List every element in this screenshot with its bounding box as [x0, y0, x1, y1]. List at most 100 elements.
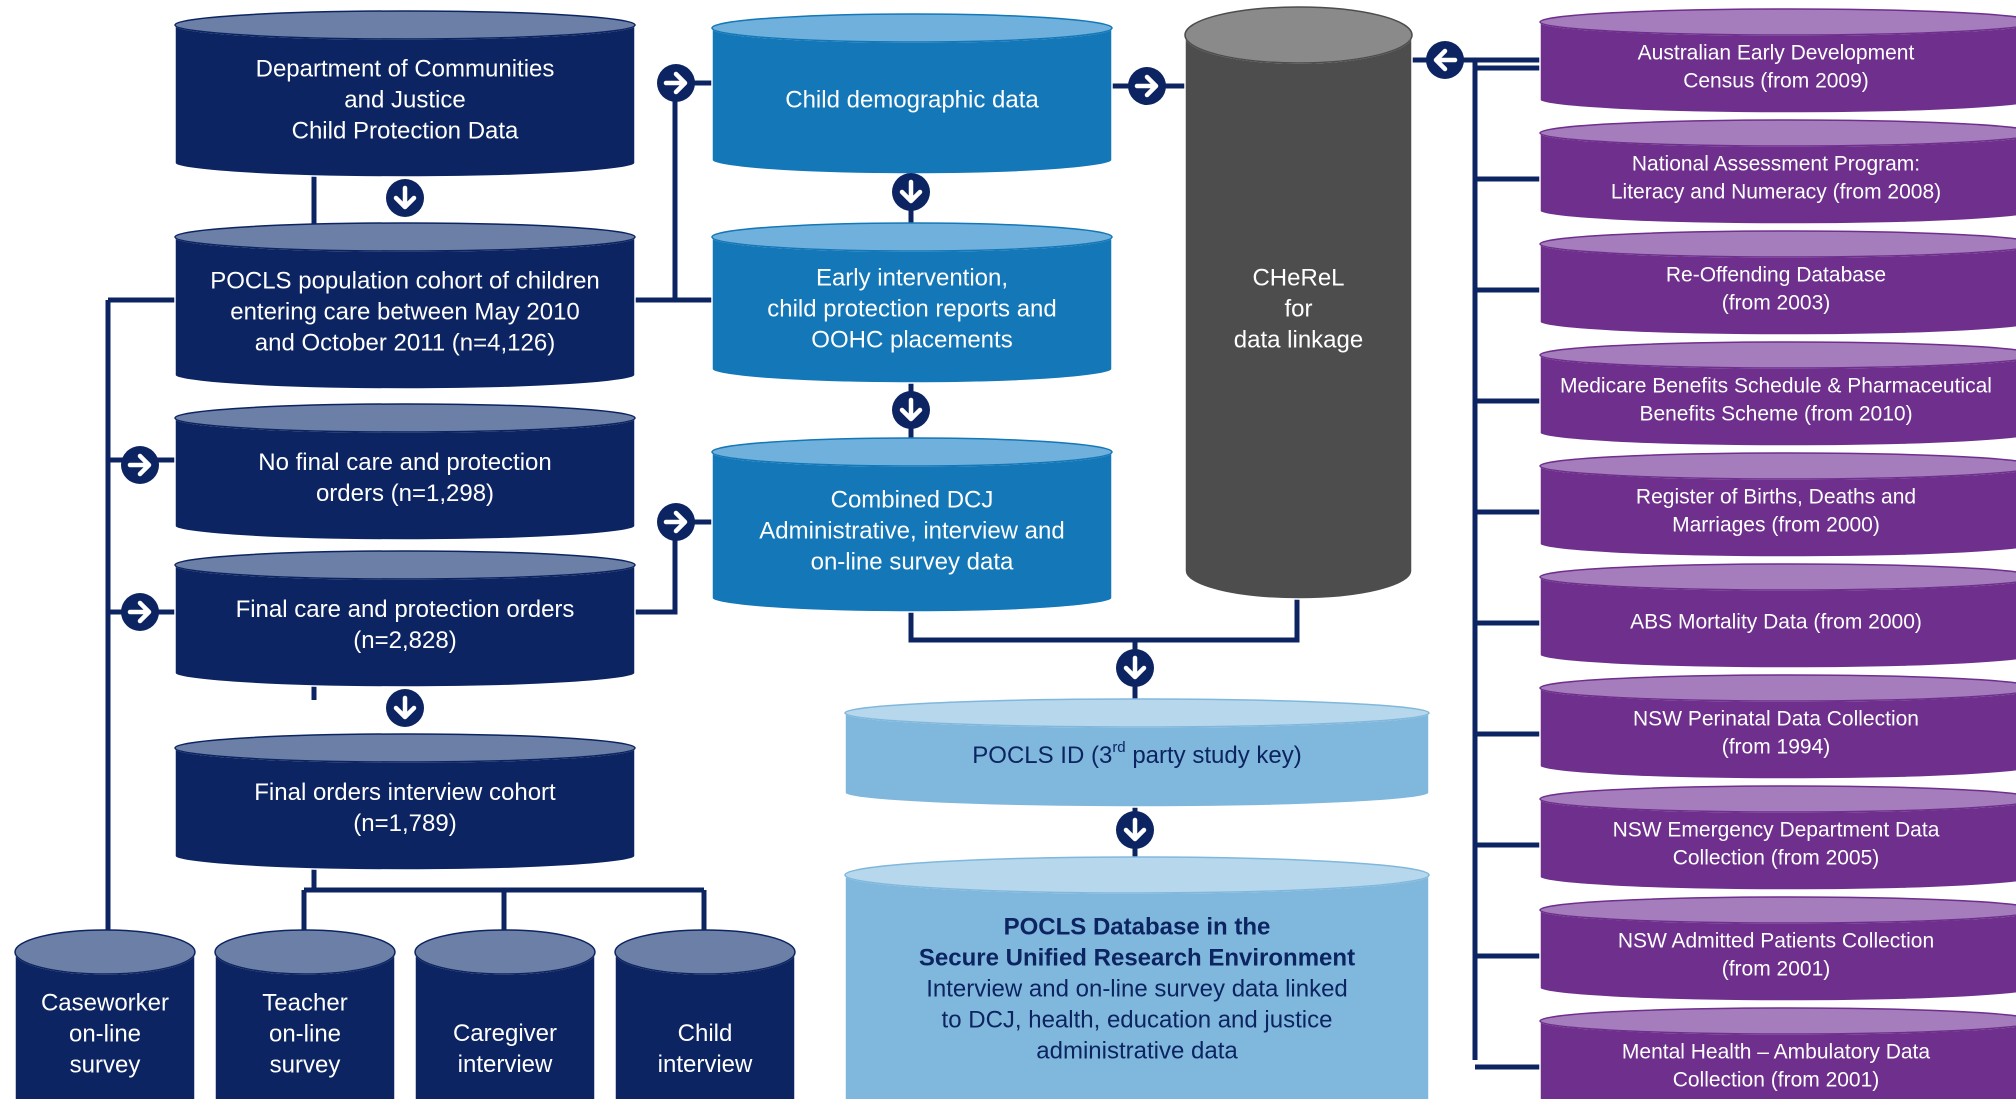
dataset-3-top — [1539, 230, 2016, 258]
connector-line — [908, 570, 1300, 643]
dataset-10-label-line: Collection (from 2001) — [1673, 1069, 1880, 1092]
dcj-label-line: Department of Communities — [256, 55, 555, 82]
final-orders-cylinder: Final care and protection orders (n=2,828… — [174, 550, 636, 688]
no-final-orders-label-line: orders (n=1,298) — [316, 480, 494, 507]
dataset-4-label-line: Medicare Benefits Schedule & Pharmaceuti… — [1560, 375, 1992, 398]
caregiver-top — [414, 929, 596, 975]
dataset-3-cylinder: Re-Offending Database(from 2003) — [1539, 230, 2016, 336]
dataset-8-label-line: NSW Emergency Department Data — [1613, 819, 1940, 842]
arrow-down-icon — [1116, 649, 1154, 687]
early-intervention-label-line: child protection reports and — [767, 295, 1057, 322]
interview-cohort-top — [174, 733, 636, 763]
no-final-orders-cylinder: No final care and protection orders (n=1,… — [174, 403, 636, 541]
no-final-orders-top — [174, 403, 636, 433]
final-orders-top — [174, 550, 636, 580]
dataset-7-cylinder: NSW Perinatal Data Collection(from 1994) — [1539, 674, 2016, 780]
no-final-orders-label-line: No final care and protection — [258, 449, 552, 476]
dataset-10-label-line: Mental Health – Ambulatory Data — [1622, 1041, 1930, 1064]
dataset-4-cylinder: Medicare Benefits Schedule & Pharmaceuti… — [1539, 341, 2016, 447]
dataset-8-top — [1539, 785, 2016, 813]
connector-line — [635, 80, 712, 303]
dataset-3-label-line: (from 2003) — [1722, 292, 1831, 315]
dataset-9-label-line: (from 2001) — [1722, 958, 1831, 981]
cherel-label-line: for — [1284, 295, 1312, 322]
dataset-1-label-line: Australian Early Development — [1638, 42, 1915, 65]
pocls-database-label-line: POCLS Database in the — [1004, 913, 1271, 940]
combined-dcj-label-line: on-line survey data — [811, 548, 1014, 575]
dcj-label-line: and Justice — [344, 86, 465, 113]
dataset-6-cylinder: ABS Mortality Data (from 2000) — [1539, 563, 2016, 669]
child-label-line: Child — [678, 1020, 733, 1047]
early-intervention-label-line: Early intervention, — [816, 264, 1008, 291]
arrow-down-icon — [892, 173, 930, 211]
pocls-population-label-line: POCLS population cohort of children — [210, 267, 600, 294]
dataset-6-label-line: ABS Mortality Data (from 2000) — [1630, 611, 1922, 634]
child-demographic-top — [711, 13, 1113, 43]
pocls-database-label-line: to DCJ, health, education and justice — [942, 1006, 1333, 1033]
caseworker-label-line: survey — [70, 1051, 141, 1078]
dataset-7-label-line: (from 1994) — [1722, 736, 1831, 759]
pocls-id-label: POCLS ID (3rd party study key) — [972, 739, 1301, 769]
combined-dcj-label-line: Administrative, interview and — [759, 517, 1064, 544]
child-demographic-cylinder: Child demographic data — [711, 13, 1113, 175]
arrow-down-icon — [386, 179, 424, 217]
dataset-5-top — [1539, 452, 2016, 480]
dataset-6-top — [1539, 563, 2016, 591]
dataset-2-label-line: Literacy and Numeracy (from 2008) — [1611, 181, 1941, 204]
dataset-2-top — [1539, 119, 2016, 147]
final-orders-label-line: (n=2,828) — [353, 627, 456, 654]
caregiver-label-line: interview — [458, 1051, 553, 1078]
dataset-9-top — [1539, 896, 2016, 924]
early-intervention-top — [711, 222, 1113, 252]
combined-dcj-top — [711, 437, 1113, 467]
caseworker-cylinder: Caseworker on-line survey — [14, 929, 196, 1099]
child-cylinder: Child interview — [614, 929, 796, 1099]
arrow-down-icon — [892, 391, 930, 429]
child-label-line: interview — [658, 1051, 753, 1078]
dataset-2-cylinder: National Assessment Program: Literacy and… — [1539, 119, 2016, 225]
dcj-label-line: Child Protection Data — [292, 117, 519, 144]
pocls-database-label-line: Interview and on-line survey data linked — [926, 975, 1348, 1002]
caseworker-label-line: Caseworker — [41, 989, 169, 1016]
dataset-4-top — [1539, 341, 2016, 369]
combined-dcj-label-line: Combined DCJ — [831, 486, 994, 513]
dataset-2-label-line: National Assessment Program: — [1632, 153, 1920, 176]
dataset-8-cylinder: NSW Emergency Department DataCollection … — [1539, 785, 2016, 891]
caregiver-cylinder: Caregiver interview — [414, 929, 596, 1099]
arrow-right-icon — [121, 593, 159, 631]
pocls-population-top — [174, 222, 636, 252]
arrow-right-icon — [1128, 67, 1166, 105]
dataset-5-cylinder: Register of Births, Deaths andMarriages … — [1539, 452, 2016, 558]
arrow-right-icon — [121, 446, 159, 484]
caseworker-label-line: on-line — [69, 1020, 141, 1047]
pocls-database-top — [844, 856, 1430, 894]
pocls-id-top — [844, 698, 1430, 728]
final-orders-label-line: Final care and protection orders — [236, 596, 575, 623]
arrow-right-icon — [657, 503, 695, 541]
pocls-database-label-line: Secure Unified Research Environment — [919, 944, 1355, 971]
arrow-right-icon — [657, 64, 695, 102]
dcj-cylinder: Department of Communities and JusticeChil… — [174, 10, 636, 178]
pocls-population-label-line: and October 2011 (n=4,126) — [255, 329, 555, 356]
dataset-9-label-line: NSW Admitted Patients Collection — [1618, 930, 1934, 953]
teacher-label-line: survey — [270, 1051, 341, 1078]
teacher-top — [214, 929, 396, 975]
cherel-label-line: data linkage — [1234, 326, 1363, 353]
dataset-1-top — [1539, 8, 2016, 36]
caregiver-label-line: Caregiver — [453, 1020, 557, 1047]
pocls-database-label-line: administrative data — [1036, 1037, 1238, 1064]
child-top — [614, 929, 796, 975]
dcj-top — [174, 10, 636, 40]
interview-cohort-label-line: (n=1,789) — [353, 810, 456, 837]
pocls-population-label-line: entering care between May 2010 — [230, 298, 580, 325]
arrow-down-icon — [386, 689, 424, 727]
early-intervention-cylinder: Early intervention, child protection repo… — [711, 222, 1113, 384]
interview-cohort-cylinder: Final orders interview cohort(n=1,789) — [174, 733, 636, 871]
dataset-9-cylinder: NSW Admitted Patients Collection (from 20… — [1539, 896, 2016, 1002]
